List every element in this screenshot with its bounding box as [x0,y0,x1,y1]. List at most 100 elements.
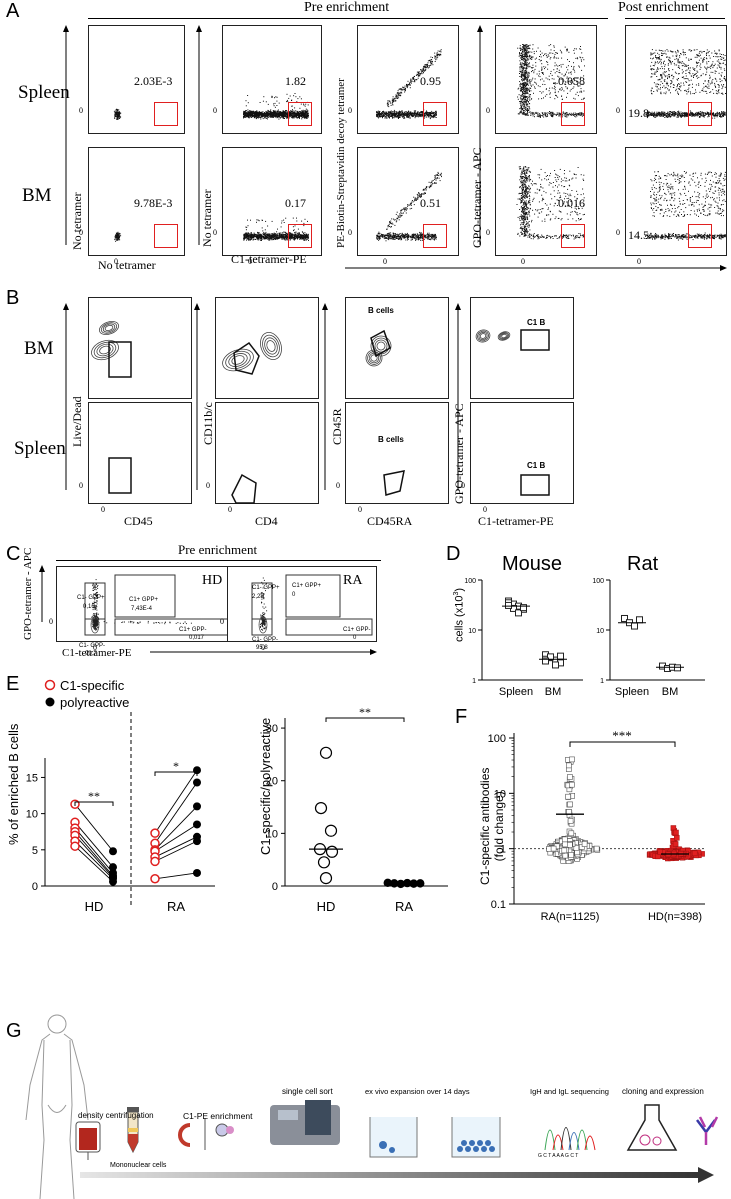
a-value-r0-c4: 19.8 [628,106,649,120]
pre-enrichment-title: Pre enrichment [304,0,390,15]
step-c1pe-enrichment: C1-PE enrichment [183,1111,253,1121]
a-plot-r1-c2: 0.51 0 0 [348,147,459,266]
e-right-ticklabel-1: 20 [266,776,278,788]
centrifuge-tube-icon [127,1107,139,1154]
d-yticklabel-0-2: 1 [472,678,476,685]
e-pair-line-1-2 [154,806,198,851]
d-point-1-0-0 [621,614,628,622]
c-hd-c1p-gppp: C1+ GPP+ [129,597,159,603]
e-c1-point-0-6 [70,841,80,851]
a-gate-r0-c0 [154,102,178,126]
magnet-icon [178,1118,234,1150]
seq-letters: G C T A A A G C T [538,1153,579,1159]
e-poly-point-1-5 [193,837,201,846]
a-gate-r0-c1 [288,102,312,126]
e-poly-point-0-0 [109,847,117,856]
c-ra-c1m-gppp-v: 2,28 [252,594,264,600]
d-point-0-1-6 [552,661,559,669]
b-xlabel-3: CD45RA [367,514,413,528]
e-right-ticklabel-3: 0 [272,881,278,893]
c-hd-c1m-gppm-v: 99,7 [85,651,97,657]
e-left-ticklabel-3: 0 [32,881,38,893]
step-expansion: ex vivo expansion over 14 days [365,1087,470,1096]
f-yticklabel-3: 0.1 [491,899,506,911]
b-plot-r0-c0 [88,297,192,399]
e-poly-point-1-3 [193,820,201,829]
a-ytick0-r1-c0: 0 [79,228,83,237]
c-label-hd: HD [202,573,223,588]
e-c1-point-1-0 [150,828,160,838]
b-gate-label-c1b-r0: C1 B [527,318,546,327]
e-pair-line-0-3 [74,831,114,877]
panel-e-letter: E [6,673,20,695]
c-hd-c1p-gppm: C1+ GPP- [179,627,207,633]
e-legend-poly: polyreactive [60,695,130,710]
post-enrichment-title: Post enrichment [618,0,709,15]
flask-icon [626,1104,678,1151]
b-row-label-bm: BM [24,338,54,359]
a-value-r0-c0: 2.03E-3 [134,74,173,88]
d-cat-1-1: BM [662,686,679,698]
a-xlabel-2: C1-tetramer-PE [231,252,307,266]
b-xtick0-c0: 0 [101,505,105,514]
a-value-r1-c2: 0.51 [420,196,441,210]
post-enrichment-line [625,18,725,19]
a-ytick0-r1-c2: 0 [348,228,352,237]
e-right-ticklabel-0: 30 [266,723,278,735]
e-sig-right: ** [359,705,371,719]
e-ratio-point-0-1 [314,801,328,815]
c-hd-c1m-gppp-v: 0,16 [83,604,95,610]
d-cat-0-0: Spleen [499,686,533,698]
d-cat-0-1: BM [545,686,562,698]
a-gate-r1-c2 [423,224,447,248]
a-ytick0-r1-c1: 0 [213,228,217,237]
a-xtick0-c3: 0 [521,257,525,266]
a-value-r1-c1: 0.17 [285,196,306,210]
a-ytick0-r0-c1: 0 [213,106,217,115]
b-xlabel-2: CD4 [255,514,278,528]
row-label-spleen: Spleen [18,82,70,103]
a-ytick0-r1-c4: 0 [616,228,620,237]
b-ytick0-c2: 0 [336,481,340,490]
a-value-r1-c0: 9.78E-3 [134,196,173,210]
f-cat-1: HD(n=398) [648,911,702,923]
legend-c1-marker [44,679,56,691]
e-pair-line-1-3 [154,824,198,852]
a-gate-r0-c4 [688,102,712,126]
c-ra-c1m-gppm: C1- GPP- [252,637,279,643]
e-pair-line-1-5 [154,840,198,862]
c-ra-c1p-gppm-v: 0 [353,635,357,641]
step-mononuclear: Mononuclear cells [110,1162,167,1169]
a-xlabel-1: No tetramer [98,258,156,272]
e-pair-line-0-0 [74,803,114,852]
panel-f-letter: F [455,706,468,728]
c-ra-c1p-gppp: C1+ GPP+ [292,583,322,589]
c-hd-c1p-gppm-v: 0,017 [189,635,205,641]
e-sig-bracket-hd [74,801,114,806]
e-ratio-point-0-5 [317,856,331,869]
c-xlabel: C1-tetramer-PE [62,647,132,659]
e-ratio-point-0-2 [324,824,338,837]
d-title-rat: Rat [627,553,659,575]
e-left-cat-0: HD [85,899,104,914]
a-xtick0-c2: 0 [383,257,387,266]
step-cloning: cloning and expression [622,1087,704,1096]
c-label-ra: RA [343,573,363,588]
e-pair-line-1-1 [154,782,198,844]
e-left-cat-1: RA [167,899,185,914]
a-ytick0-r1-c3: 0 [486,228,490,237]
d-cat-1-0: Spleen [615,686,649,698]
c-ra-c1m-gppm-v: 95,8 [256,645,268,651]
b-xtick0-c1: 0 [228,505,232,514]
b-xtick0-c2: 0 [358,505,362,514]
